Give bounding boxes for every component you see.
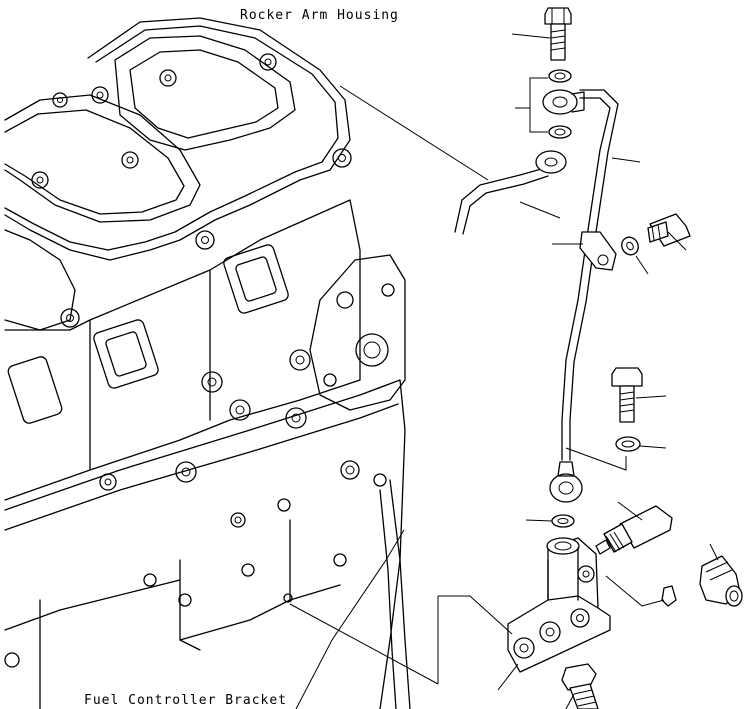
fuel-sensor [595, 505, 673, 555]
elbow-fitting [699, 555, 743, 607]
leader-lines [289, 33, 719, 709]
bolt-top [544, 7, 572, 61]
o-ring [551, 514, 575, 528]
fuel-return-tube [454, 89, 619, 461]
mounting-bolt [561, 663, 599, 709]
clamp-bolt [647, 213, 691, 247]
clamp-washer [621, 236, 639, 256]
tube-clamp [579, 231, 617, 271]
washer-lower [548, 125, 572, 139]
banjo-fitting-rocker [535, 150, 567, 174]
banjo-fitting-upper [542, 89, 585, 115]
engine-block [4, 17, 411, 709]
banjo-fitting-lower [549, 461, 583, 503]
washer [615, 436, 641, 452]
label-fuel-controller-bracket: Fuel Controller Bracket [84, 693, 288, 708]
fuel-controller-bracket [507, 537, 611, 673]
label-rocker-arm-housing: Rocker Arm Housing [240, 8, 399, 23]
washer-upper [548, 69, 572, 83]
plug [661, 585, 677, 607]
banjo-bolt [611, 367, 643, 423]
